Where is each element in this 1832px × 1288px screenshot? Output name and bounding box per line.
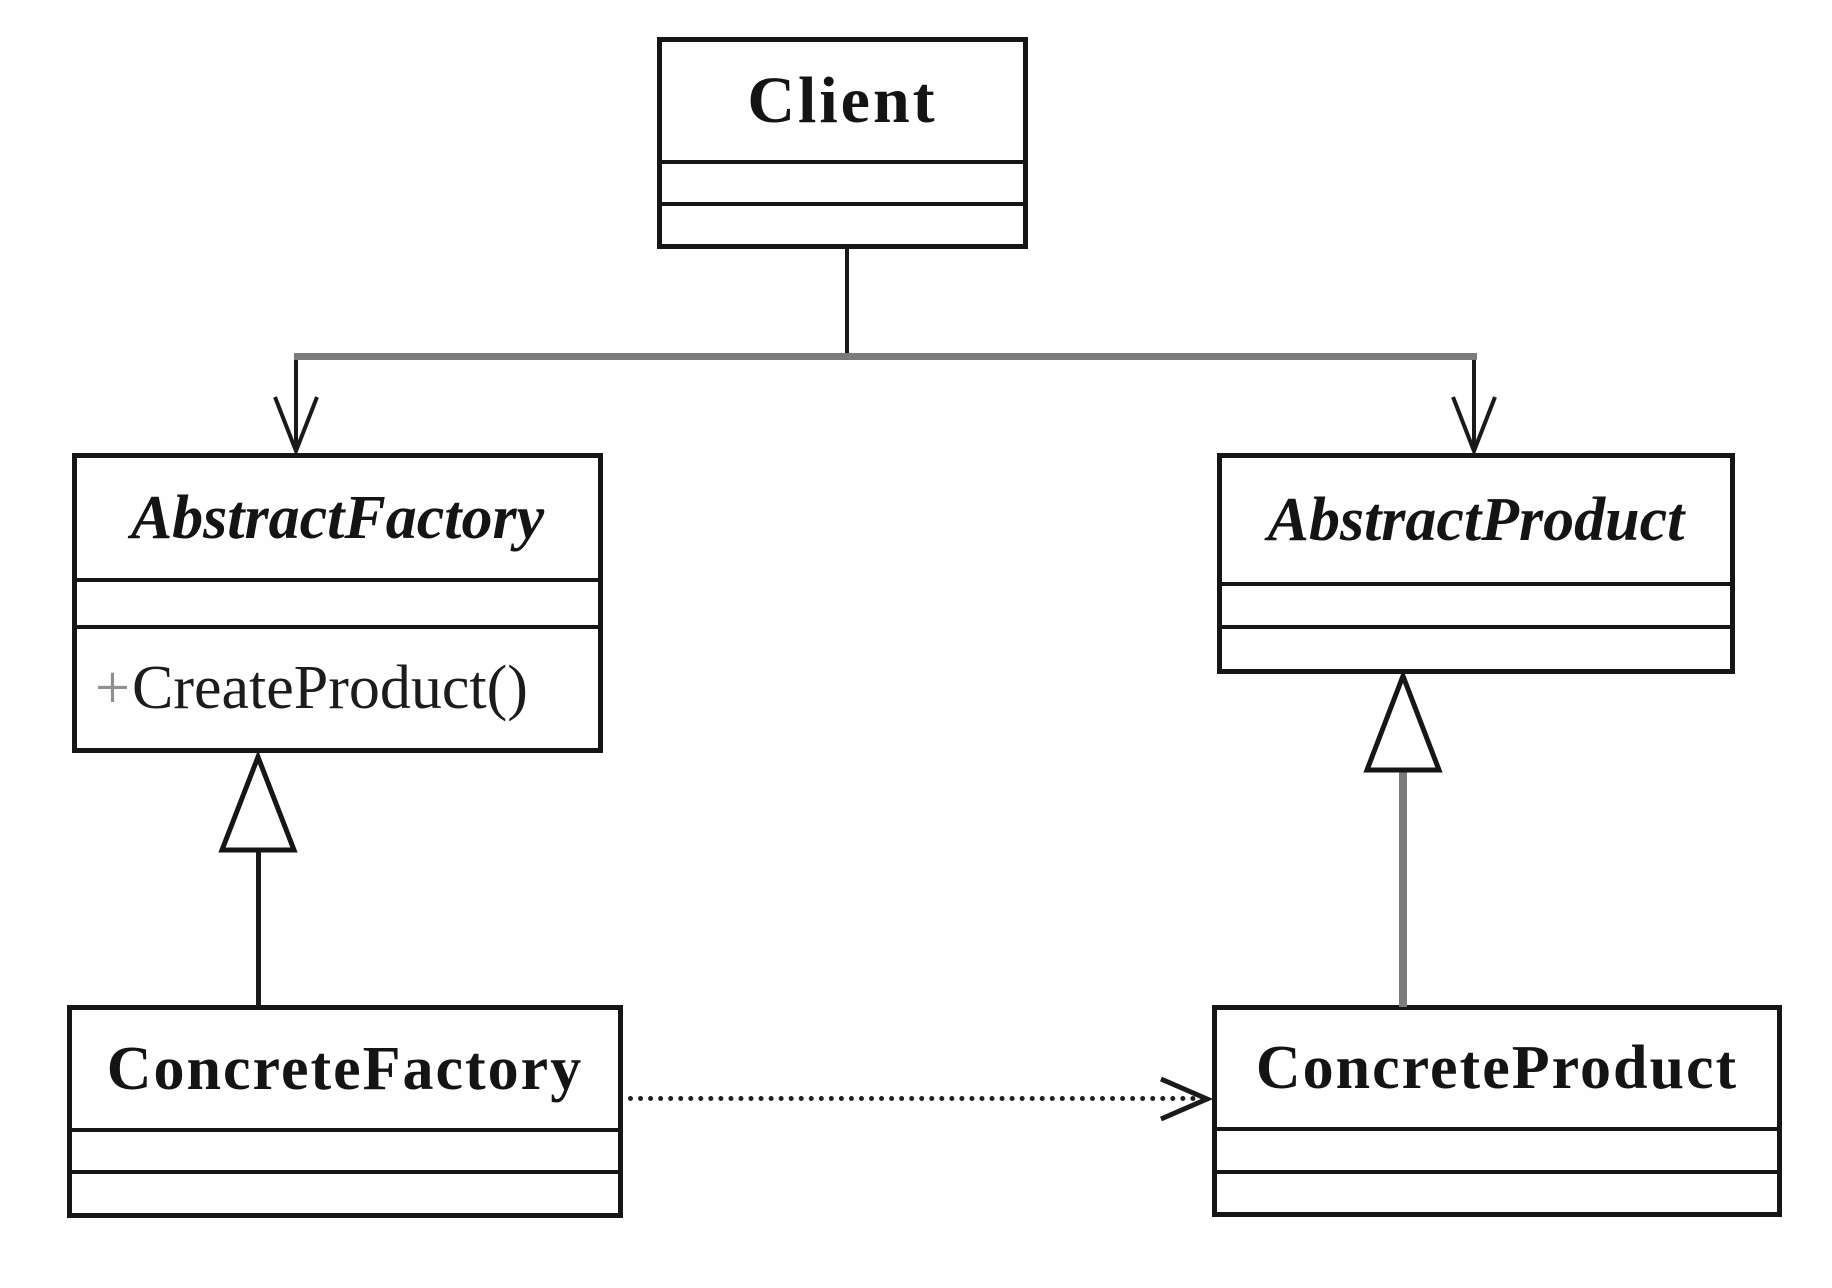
operations-compartment [662,202,1023,244]
class-box-abstract-product: AbstractProduct [1217,453,1735,674]
class-box-concrete-factory: ConcreteFactory [67,1005,623,1218]
class-title-abstract-factory: AbstractFactory [130,483,545,552]
generalization-line-left [256,850,261,1007]
association-split-bar [294,353,1477,360]
operations-compartment [1222,625,1730,669]
class-title-client: Client [747,64,938,137]
association-stem-client [845,249,849,357]
generalization-triangle-icon [1363,669,1443,773]
generalization-line-right [1399,770,1407,1007]
attributes-compartment [1222,582,1730,625]
attributes-compartment [72,1128,618,1170]
class-box-abstract-factory: AbstractFactory +CreateProduct() [72,453,603,753]
operations-compartment [72,1170,618,1213]
generalization-triangle-icon [218,750,298,853]
attributes-compartment [662,160,1023,202]
attributes-compartment [1217,1127,1777,1170]
class-title-abstract-product: AbstractProduct [1267,485,1685,554]
dependency-dashed-line [628,1096,1206,1101]
class-title-concrete-product: ConcreteProduct [1255,1034,1739,1102]
visibility-plus: + [95,654,130,722]
association-line-to-abstract-factory [294,360,298,448]
open-arrowhead-icon [273,396,319,457]
attributes-compartment [77,578,598,625]
class-box-client: Client [657,37,1028,249]
class-box-concrete-product: ConcreteProduct [1212,1005,1782,1217]
dependency-arrowhead-icon [1160,1076,1214,1122]
class-title-concrete-factory: ConcreteFactory [106,1034,584,1103]
association-line-to-abstract-product [1472,360,1476,448]
operation-label: CreateProduct() [131,654,528,722]
open-arrowhead-icon [1451,396,1497,457]
operations-compartment [1217,1170,1777,1212]
operations-compartment: +CreateProduct() [77,625,598,748]
